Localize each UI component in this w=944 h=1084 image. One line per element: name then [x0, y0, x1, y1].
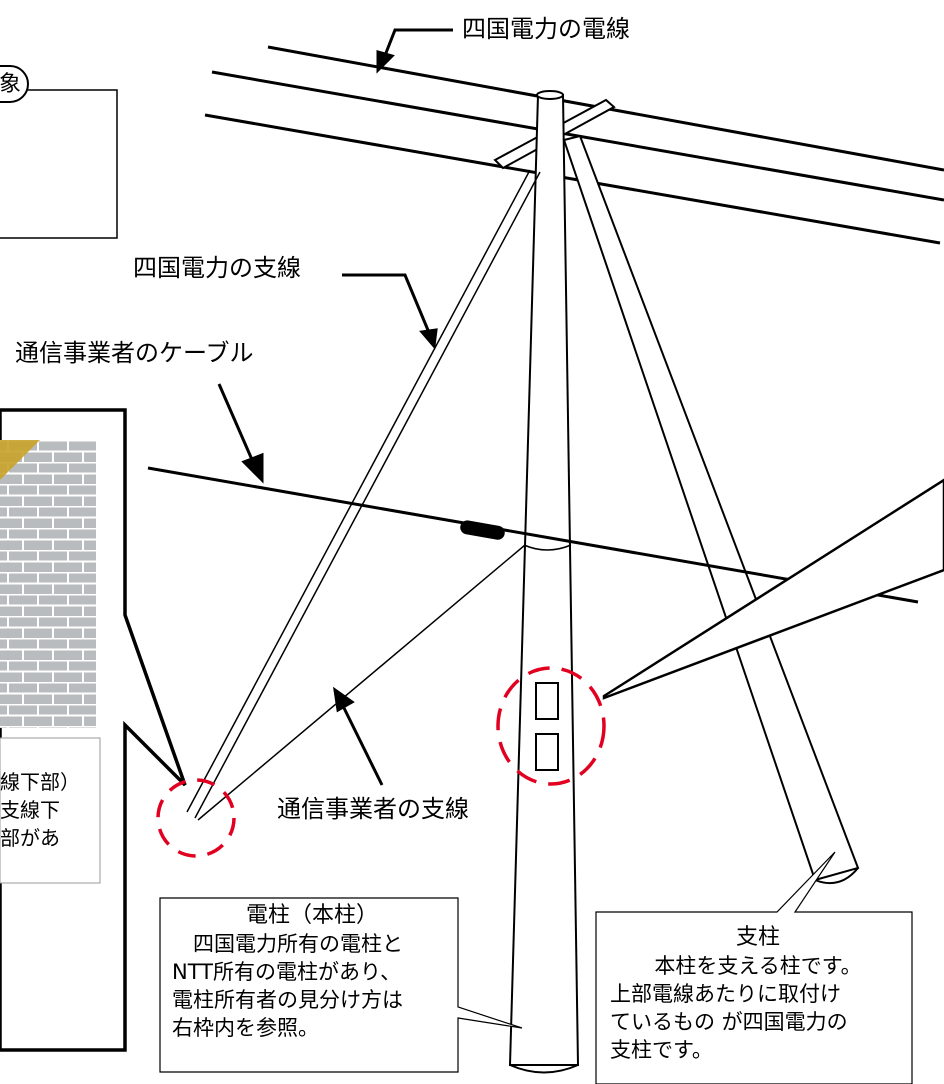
highlight-circle-pole-plates: [496, 666, 606, 786]
top-left-callout: [0, 65, 118, 239]
zoom-lines-right: [602, 478, 944, 700]
pole-plate-upper: [535, 682, 559, 720]
pole-info-text: 電柱（本柱） 四国電力所有の電柱と NTT所有の電柱があり、 電柱所有者の見分け…: [172, 902, 452, 1042]
pole-info-line: 右枠内を参照。: [172, 1016, 319, 1040]
pole-info-title: 電柱（本柱）: [245, 903, 378, 928]
pointer-arrows: [217, 28, 453, 786]
label-shikoku-wire: 四国電力の電線: [462, 15, 630, 43]
cable-closure: [460, 520, 505, 540]
label-shikoku-guy: 四国電力の支線: [133, 254, 301, 282]
sub-pole-info-frame: [595, 851, 913, 1084]
label-telecom-guy: 通信事業者の支線: [277, 795, 469, 823]
sub-pole-info-line: 本柱を支える柱です。: [654, 954, 862, 978]
left-callout-line: 線下部）: [0, 770, 80, 794]
photo-callout-frame: [0, 408, 187, 1052]
sub-pole-info-line: 支柱です。: [610, 1038, 713, 1062]
main-pole: [508, 90, 580, 1074]
label-telecom-cable: 通信事業者のケーブル: [15, 339, 254, 367]
pole-info-line: 電柱所有者の見分け方は: [172, 988, 403, 1012]
sub-pole-info-line: 上部電線あたりに取付け: [610, 982, 841, 1006]
pole-plate-lower: [535, 733, 559, 771]
highlight-circle-guy-anchor: [156, 778, 236, 858]
left-callout-line: 部があ: [0, 826, 60, 850]
pole-info-frame: [159, 897, 523, 1073]
sub-pole-info-text: 支柱 本柱を支える柱です。 上部電線あたりに取付け ているもの が四国電力の 支…: [610, 924, 906, 1064]
yellow-guy-cover: [0, 440, 40, 480]
pole-info-line: 四国電力所有の電柱と: [172, 932, 403, 956]
label-top-left-fragment: 象: [0, 72, 22, 97]
left-callout-line: 支線下: [0, 798, 60, 822]
left-callout-text: 線下部） 支線下 部があ: [0, 768, 80, 852]
sub-pole-info-line: ているもの が四国電力の: [610, 1010, 848, 1034]
guy-wires: [186, 169, 541, 821]
brick-wall-photo: [0, 440, 96, 728]
pole-info-line: NTT所有の電柱があり、: [172, 960, 402, 984]
sub-pole-info-title: 支柱: [735, 925, 780, 950]
support-pole: [562, 134, 860, 884]
